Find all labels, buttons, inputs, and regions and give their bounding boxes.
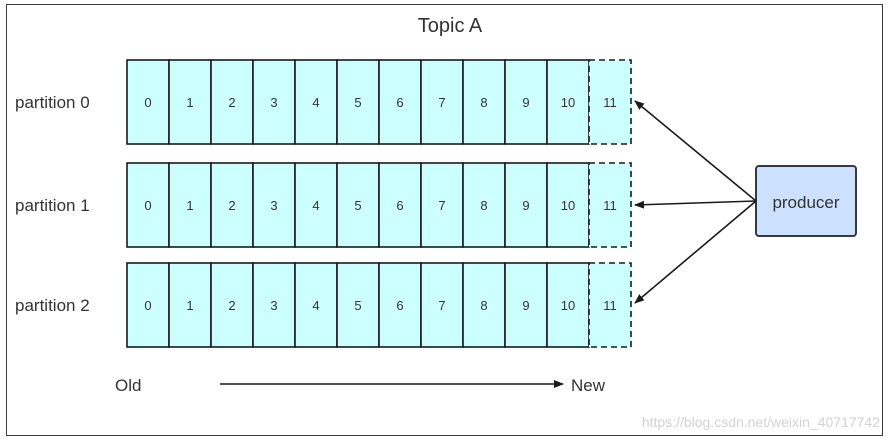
offset-cell [462,262,506,348]
offset-cell [126,162,170,248]
offset-label: 6 [396,298,403,313]
offset-cell [126,262,170,348]
offset-label: 5 [354,298,361,313]
offset-cell [462,162,506,248]
producer-label: producer [772,193,839,212]
partition-label: partition 0 [15,93,90,112]
offset-label: 10 [561,298,575,313]
offset-cell [504,262,548,348]
offset-label: 5 [354,95,361,110]
offset-cell [378,162,422,248]
offset-cell [378,262,422,348]
offset-label: 3 [270,198,277,213]
offset-label: 4 [312,198,319,213]
offset-label: 0 [144,198,151,213]
offset-label: 6 [396,198,403,213]
offset-cell [168,162,212,248]
offset-label: 3 [270,95,277,110]
offset-label: 7 [438,95,445,110]
offset-cell [420,59,464,145]
producer-arrows [634,100,757,304]
offset-cell [336,262,380,348]
offset-cell [168,59,212,145]
offset-cell [126,59,170,145]
offset-cell [546,59,590,145]
offset-cell [252,262,296,348]
offset-label: 1 [186,95,193,110]
timeline-new-label: New [571,376,606,395]
offset-label: 1 [186,298,193,313]
next-offset-label: 11 [603,95,617,110]
offset-label: 2 [228,95,235,110]
next-offset-label: 11 [603,298,617,313]
offset-label: 8 [480,198,487,213]
offset-cell [252,59,296,145]
offset-label: 0 [144,298,151,313]
offset-cell [378,59,422,145]
next-offset-cell [588,59,632,145]
watermark: https://blog.csdn.net/weixin_40717742 [641,414,880,430]
offset-label: 8 [480,95,487,110]
offset-cell [294,59,338,145]
offset-label: 3 [270,298,277,313]
offset-label: 5 [354,198,361,213]
partition-row: partition 0 0 1 2 3 4 5 6 7 8 9 10 11 [15,59,632,145]
offset-label: 9 [522,298,529,313]
offset-cell [336,59,380,145]
partition-label: partition 2 [15,296,90,315]
offset-cell [294,262,338,348]
offset-cell [462,59,506,145]
offset-label: 0 [144,95,151,110]
topic-title: Topic A [418,15,483,37]
partition-row: partition 1 0 1 2 3 4 5 6 7 8 9 10 11 [15,162,632,248]
partition-label: partition 1 [15,196,90,215]
offset-label: 10 [561,95,575,110]
offset-label: 4 [312,298,319,313]
arrow-to-partition-0 [634,100,757,202]
offset-cell [504,162,548,248]
offset-label: 1 [186,198,193,213]
timeline: Old New [115,376,606,395]
offset-label: 9 [522,198,529,213]
offset-label: 7 [438,298,445,313]
offset-label: 10 [561,198,575,213]
offset-label: 4 [312,95,319,110]
offset-label: 2 [228,298,235,313]
offset-label: 6 [396,95,403,110]
offset-label: 9 [522,95,529,110]
offset-label: 2 [228,198,235,213]
offset-cell [336,162,380,248]
offset-label: 8 [480,298,487,313]
offset-cell [168,262,212,348]
offset-label: 7 [438,198,445,213]
next-offset-cell [588,262,632,348]
next-offset-cell [588,162,632,248]
timeline-old-label: Old [115,376,141,395]
next-offset-label: 11 [603,198,617,213]
arrow-to-partition-2 [634,200,757,304]
partition-row: partition 2 0 1 2 3 4 5 6 7 8 9 10 11 [15,262,632,348]
producer-box[interactable]: producer [755,165,857,237]
offset-cell [420,262,464,348]
offset-cell [210,262,254,348]
arrow-to-partition-1 [634,200,757,209]
